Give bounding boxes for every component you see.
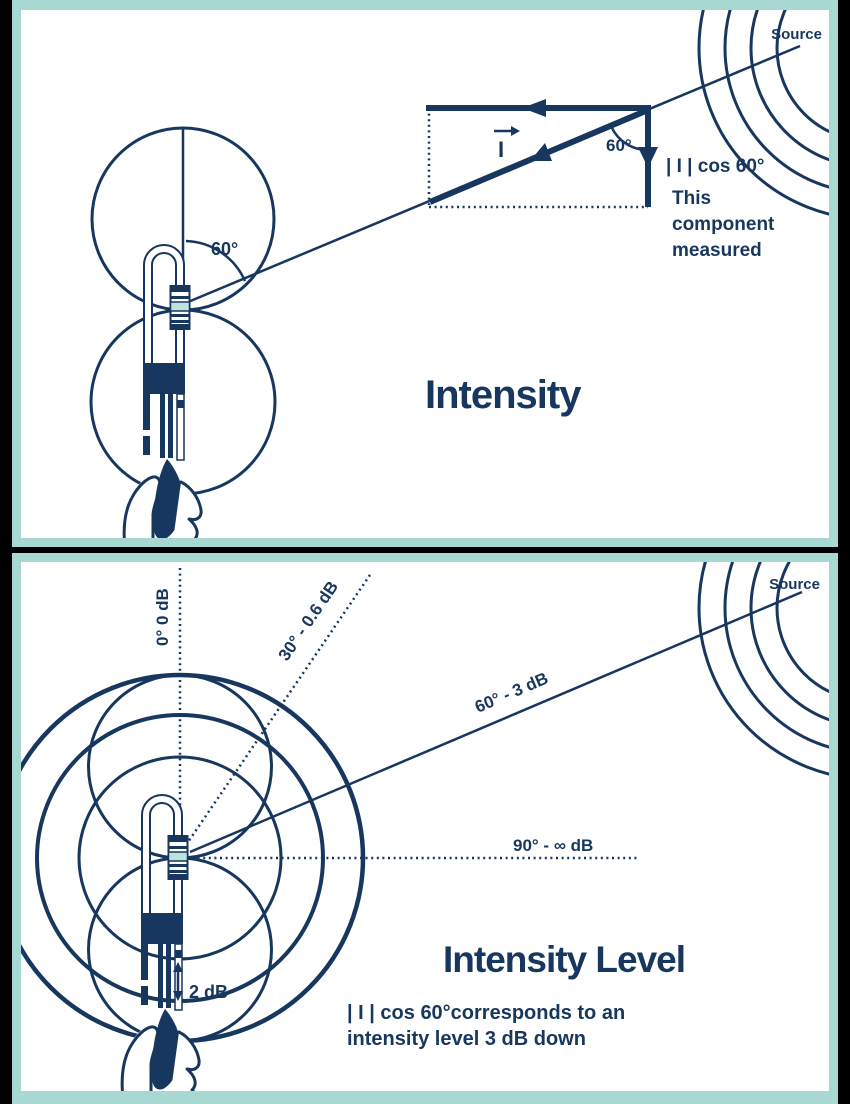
source-label: Source — [769, 576, 820, 593]
vector-angle-label: 60° — [606, 136, 632, 155]
i-vector-overbar-arrowhead — [511, 126, 520, 136]
caption-line-2: intensity level 3 dB down — [347, 1028, 586, 1050]
panel-title-intensity-level: Intensity Level — [443, 939, 685, 980]
caption-line-1: | I | cos 60°corresponds to an — [347, 1002, 625, 1024]
axis-60deg-label: 60° - 3 dB — [472, 669, 551, 717]
axis-30deg-label: 30° - 0.6 dB — [275, 578, 342, 665]
ring-spacing-arrow — [173, 962, 183, 1001]
source-label: Source — [771, 26, 822, 43]
diagonal-arrowhead — [530, 143, 552, 161]
vector-diagram: 60° I | I | cos 60° This component measu… — [426, 99, 775, 261]
panel-intensity-level: 0° 0 dB 30° - 0.6 dB 60° - 3 dB 90° - ∞ … — [21, 562, 829, 1091]
note-line-1: This — [672, 188, 711, 209]
probe-instance-top — [122, 243, 204, 538]
axis-30deg-dotted — [184, 571, 374, 846]
source-wavefronts — [697, 10, 829, 216]
axis-90deg-label: 90° - ∞ dB — [513, 836, 593, 855]
probe-angle-arc — [185, 239, 247, 282]
intensity-level-diagram: 0° 0 dB 30° - 0.6 dB 60° - 3 dB 90° - ∞ … — [21, 562, 829, 1091]
panel-intensity: 60° Source 60° — [21, 10, 829, 538]
panel-intensity-frame: 60° Source 60° — [12, 0, 838, 547]
probe-angle-label: 60° — [211, 239, 238, 259]
i-vector-label: I — [498, 137, 504, 162]
measured-component-label: | I | cos 60° — [666, 156, 765, 177]
axis-60deg-source-line — [189, 590, 803, 854]
intensity-diagram: 60° Source 60° — [89, 10, 829, 538]
source-wavefronts — [697, 562, 829, 776]
ring-spacing-label: 2 dB — [189, 982, 228, 1002]
note-line-2: component — [672, 214, 775, 235]
panel-title-intensity: Intensity — [425, 373, 582, 417]
vector-angle-arc — [609, 125, 649, 152]
left-arrowhead — [522, 99, 546, 117]
axis-0deg-label: 0° 0 dB — [153, 588, 172, 646]
note-line-3: measured — [672, 240, 762, 261]
down-arrowhead — [638, 147, 658, 168]
probe-instance-bottom — [120, 793, 202, 1091]
panel-intensity-level-frame: 0° 0 dB 30° - 0.6 dB 60° - 3 dB 90° - ∞ … — [12, 553, 838, 1104]
